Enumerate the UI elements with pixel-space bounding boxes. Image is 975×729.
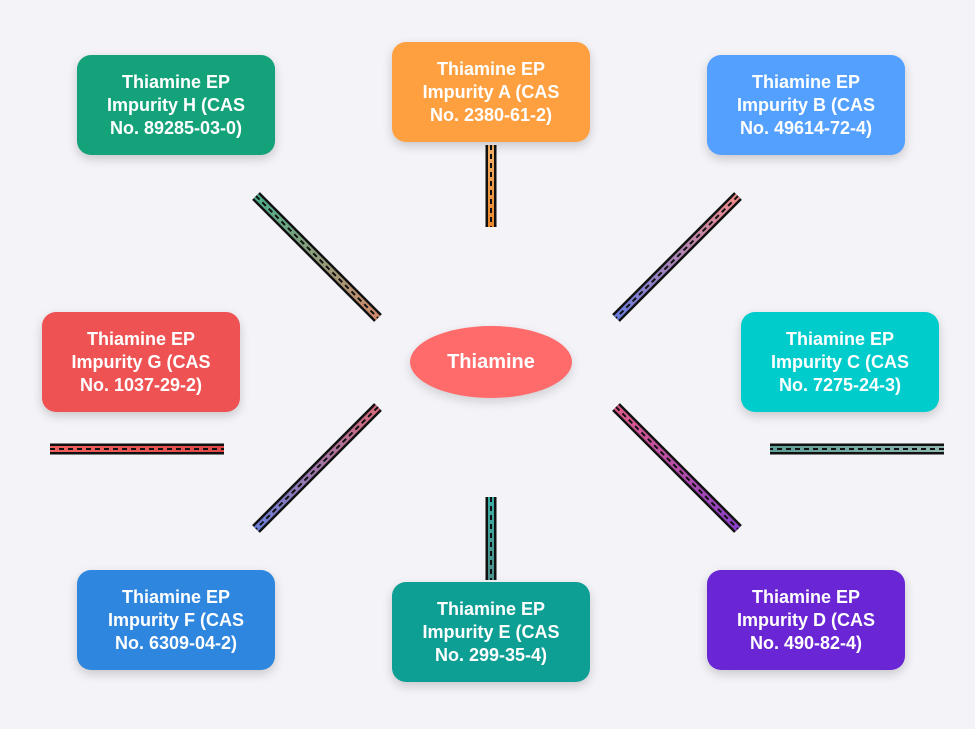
impurity-node-d: Thiamine EP Impurity D (CAS No. 490-82-4… <box>707 570 905 670</box>
impurity-node-g: Thiamine EP Impurity G (CAS No. 1037-29-… <box>42 312 240 412</box>
impurity-node-e: Thiamine EP Impurity E (CAS No. 299-35-4… <box>392 582 590 682</box>
connector-dash <box>615 195 739 319</box>
impurity-node-a: Thiamine EP Impurity A (CAS No. 2380-61-… <box>392 42 590 142</box>
center-node-thiamine: Thiamine <box>410 326 572 398</box>
connector-dash <box>615 406 739 530</box>
connector-h <box>252 192 382 322</box>
connector-dash <box>255 406 379 530</box>
connector-d <box>612 403 742 533</box>
impurity-node-f: Thiamine EP Impurity F (CAS No. 6309-04-… <box>77 570 275 670</box>
impurity-node-b: Thiamine EP Impurity B (CAS No. 49614-72… <box>707 55 905 155</box>
impurity-node-h: Thiamine EP Impurity H (CAS No. 89285-03… <box>77 55 275 155</box>
connector-dash <box>255 195 379 319</box>
impurity-node-c: Thiamine EP Impurity C (CAS No. 7275-24-… <box>741 312 939 412</box>
connector-b <box>612 192 742 322</box>
connector-f <box>252 403 382 533</box>
